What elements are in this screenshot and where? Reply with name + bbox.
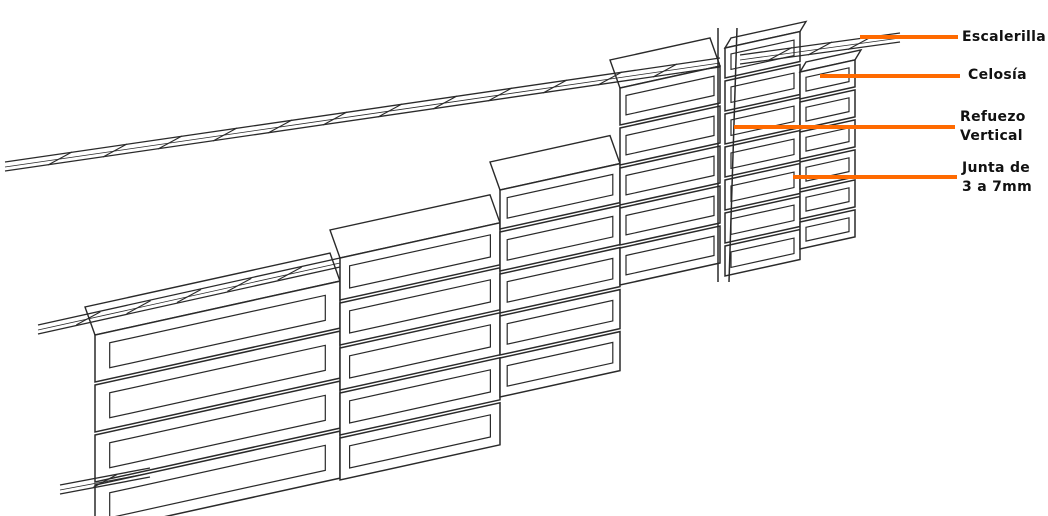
label-refuerzo-line2: Vertical [960, 128, 1023, 144]
mid-ladder-rung [227, 277, 252, 292]
block-cell-opening [506, 299, 614, 345]
bottom-ladder-rail [59, 467, 151, 486]
block-cell-opening [730, 237, 795, 269]
block-cell-opening [730, 39, 795, 71]
mid-ladder-rung [126, 300, 151, 315]
block-cell-opening [349, 234, 491, 289]
block-cell-opening [805, 97, 850, 122]
vertical-rebar [728, 27, 738, 283]
bottom-ladder-rung [92, 474, 118, 488]
label-refuerzo-line1: Refuezo [960, 109, 1026, 125]
block-cell-opening [109, 294, 326, 369]
top-ladder-rung [432, 95, 458, 110]
block-cell-opening [109, 444, 326, 516]
label-junta-line1: Junta de [962, 160, 1031, 176]
right-ladder-rung [807, 41, 833, 56]
right-ladder-rung [767, 47, 793, 61]
mid-ladder-rung [277, 266, 302, 281]
top-ladder-rail [4, 62, 721, 168]
block-cell-opening [625, 75, 715, 116]
label-junta-line2: 3 a 7mm [962, 179, 1032, 195]
block-cell-opening [730, 105, 795, 137]
top-ladder-rung [212, 127, 238, 142]
block-cell-opening [625, 155, 715, 196]
top-ladder-rung [597, 71, 623, 86]
top-ladder-rung [652, 63, 678, 78]
block-cell-opening [805, 217, 850, 242]
label-junta: Junta de 3 a 7mm [962, 159, 1032, 197]
block-cell-opening [349, 369, 491, 424]
top-ladder-rung [322, 111, 348, 126]
ladder-reinforcement [4, 27, 901, 495]
block-cell-opening [805, 187, 850, 212]
mid-ladder-rung [76, 311, 101, 326]
mid-ladder-rail [37, 257, 341, 326]
block-cell-opening [730, 138, 795, 170]
label-refuerzo-vertical: Refuezo Vertical [960, 108, 1026, 146]
top-ladder-rung [102, 143, 128, 158]
label-celosia: Celosía [968, 67, 1027, 83]
hollow-blocks [84, 20, 863, 516]
top-ladder-rung [377, 103, 403, 118]
block-cell-opening [349, 414, 491, 469]
top-ladder-rail [4, 66, 721, 172]
block-cell-opening [506, 173, 614, 219]
block-cell-opening [349, 324, 491, 379]
mid-ladder-rail [37, 266, 341, 335]
block-cell-opening [109, 394, 326, 469]
top-ladder-rung [47, 151, 73, 166]
block-cell-opening [625, 195, 715, 236]
top-ladder-rail [4, 57, 721, 163]
top-ladder-rung [157, 135, 183, 150]
block-cell-opening [805, 67, 850, 92]
right-ladder-rail [739, 41, 901, 65]
label-escalerilla: Escalerilla [962, 29, 1046, 45]
top-ladder-rung [542, 79, 568, 94]
block-cell-opening [109, 344, 326, 419]
block-cell-opening [506, 341, 614, 387]
block-cell-opening [349, 279, 491, 334]
leader-lines [734, 35, 960, 179]
block-cell-opening [805, 127, 850, 152]
block-cell-opening [730, 72, 795, 104]
top-ladder-rung [267, 119, 293, 134]
top-ladder-rung [487, 87, 513, 102]
bottom-ladder-rail [59, 476, 151, 495]
block-cell-opening [506, 257, 614, 303]
block-cell-opening [506, 215, 614, 261]
mid-ladder-rung [176, 289, 202, 303]
block-cell-opening [625, 115, 715, 156]
block-cell-opening [625, 235, 715, 276]
